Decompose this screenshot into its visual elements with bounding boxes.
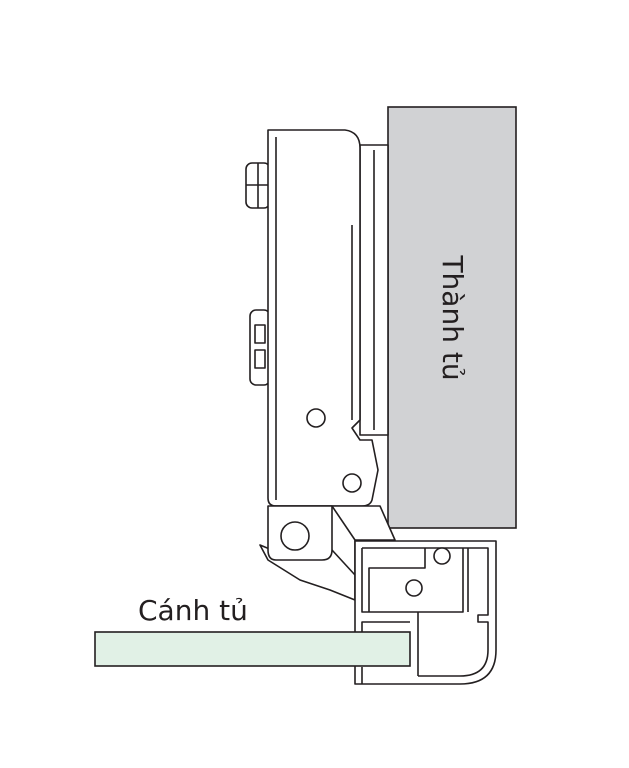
cabinet-side-label: Thành tủ [436,254,469,380]
adjust-screw-top [245,162,271,209]
cabinet-side-panel [387,106,517,529]
pivot-hole [342,473,362,493]
pivot-hole [280,521,310,551]
cabinet-door-label: Cánh tủ [138,594,248,627]
pivot-hole [306,408,326,428]
cabinet-door-panel [94,631,411,667]
adjust-screw-middle [249,309,271,386]
hinge-arm-body [267,129,379,507]
